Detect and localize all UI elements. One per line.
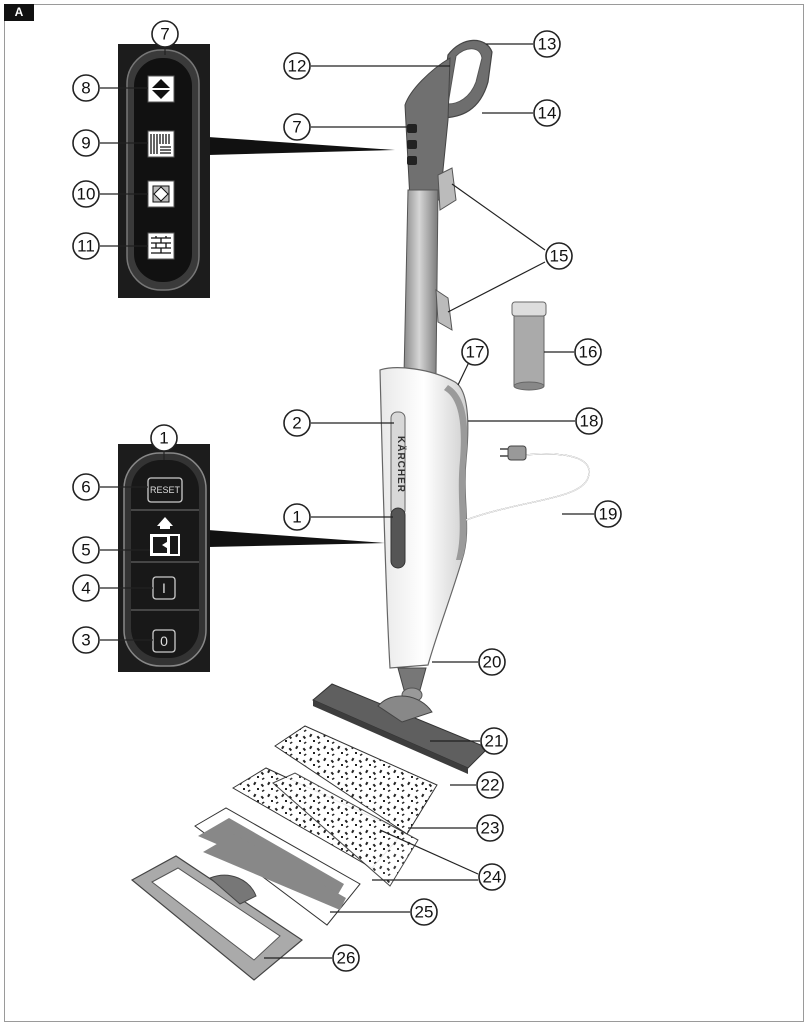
svg-text:22: 22	[481, 776, 500, 795]
callout-5: 6	[72, 473, 100, 501]
callout-13: 13	[533, 30, 561, 58]
power-cable	[465, 453, 590, 521]
svg-text:15: 15	[550, 247, 569, 266]
callout-10: 10	[72, 180, 100, 208]
filter-cartridge	[511, 301, 547, 391]
panel-zoom-wedge-bottom	[208, 530, 385, 547]
svg-text:18: 18	[580, 412, 599, 431]
figure-tag: A	[4, 4, 34, 21]
floor-cloth-22	[274, 725, 438, 835]
body-button-cluster	[390, 507, 406, 569]
callout-8: 8	[72, 74, 100, 102]
callout-9: 9	[72, 129, 100, 157]
top-panel-face	[134, 58, 192, 282]
tile-floor-button-icon	[147, 232, 175, 260]
carpet-glider-26	[130, 855, 304, 981]
callout-1-panel: 1	[150, 424, 178, 452]
callout-21: 21	[480, 727, 508, 755]
svg-text:13: 13	[538, 35, 557, 54]
svg-text:5: 5	[81, 541, 90, 560]
svg-text:7: 7	[292, 118, 301, 137]
callout-26: 26	[332, 944, 360, 972]
figure-frame	[4, 4, 804, 1022]
svg-text:14: 14	[538, 104, 557, 123]
callout-2: 3	[72, 626, 100, 654]
on-label: I	[162, 580, 166, 596]
callout-25: 25	[410, 898, 438, 926]
stone-floor-button-icon	[147, 180, 175, 208]
svg-text:19: 19	[599, 505, 618, 524]
svg-text:3: 3	[81, 631, 90, 650]
panel-zoom-wedge-top	[208, 137, 395, 155]
power-plug	[507, 445, 527, 461]
off-label: 0	[160, 633, 168, 649]
carpet-glider-cloth-25	[194, 807, 361, 926]
callout-23: 23	[476, 814, 504, 842]
cable-hook-upper	[437, 167, 457, 211]
callouts: 7 8 9 10 11 1 6 5 4 3 12 13 14 7 15 16 1…	[72, 20, 622, 972]
brand-logo: KÄRCHER	[395, 436, 408, 493]
callout-18: 18	[575, 407, 603, 435]
svg-text:1: 1	[159, 429, 168, 448]
svg-text:23: 23	[481, 819, 500, 838]
floor-cloth-24	[272, 772, 419, 887]
callout-11: 11	[72, 232, 100, 260]
svg-text:17: 17	[466, 343, 485, 362]
descale-button-icon	[150, 517, 180, 556]
callout-7-handle: 7	[283, 113, 311, 141]
callout-19: 19	[594, 500, 622, 528]
callout-24: 24	[478, 863, 506, 891]
svg-text:1: 1	[292, 508, 301, 527]
callout-6: 2	[283, 409, 311, 437]
svg-text:6: 6	[81, 478, 90, 497]
callout-4: 5	[72, 536, 100, 564]
svg-text:7: 7	[160, 25, 169, 44]
steam-mop: KÄRCHER	[312, 39, 590, 774]
wood-floor-button-icon	[147, 130, 175, 158]
body-side-trim	[444, 385, 468, 560]
swivel-joint	[397, 667, 427, 691]
handle-opening	[447, 48, 483, 105]
callout-16: 16	[574, 338, 602, 366]
steam-level-button-icon	[147, 75, 175, 103]
callout-20: 20	[478, 648, 506, 676]
svg-text:11: 11	[77, 237, 95, 256]
reset-label: RESET	[150, 485, 181, 495]
handle-button-c	[407, 156, 417, 165]
svg-text:2: 2	[292, 414, 301, 433]
svg-text:8: 8	[81, 79, 90, 98]
callout-12: 12	[283, 52, 311, 80]
callout-15: 15	[545, 242, 573, 270]
callout-1-body: 1	[283, 503, 311, 531]
svg-text:16: 16	[579, 343, 598, 362]
reset-button: RESET	[147, 477, 183, 503]
callout-14: 14	[533, 99, 561, 127]
leader-lines	[100, 43, 594, 959]
svg-text:4: 4	[81, 579, 90, 598]
callout-7-top: 7	[151, 20, 179, 48]
handle-button-b	[407, 140, 417, 149]
svg-text:21: 21	[485, 732, 504, 751]
main-control-panel: RESET I 0	[118, 444, 385, 672]
off-button: 0	[152, 629, 176, 653]
svg-text:10: 10	[77, 185, 96, 204]
svg-text:20: 20	[483, 653, 502, 672]
svg-text:12: 12	[288, 57, 307, 76]
svg-text:25: 25	[415, 903, 434, 922]
callout-3: 4	[72, 574, 100, 602]
callout-17: 17	[461, 338, 489, 366]
svg-text:24: 24	[483, 868, 502, 887]
top-control-panel	[118, 44, 395, 298]
svg-text:26: 26	[337, 949, 356, 968]
callout-22: 22	[476, 771, 504, 799]
cable-hook-lower	[435, 289, 453, 331]
handle-button-a	[407, 124, 417, 133]
svg-text:9: 9	[81, 134, 90, 153]
tube	[403, 189, 439, 376]
